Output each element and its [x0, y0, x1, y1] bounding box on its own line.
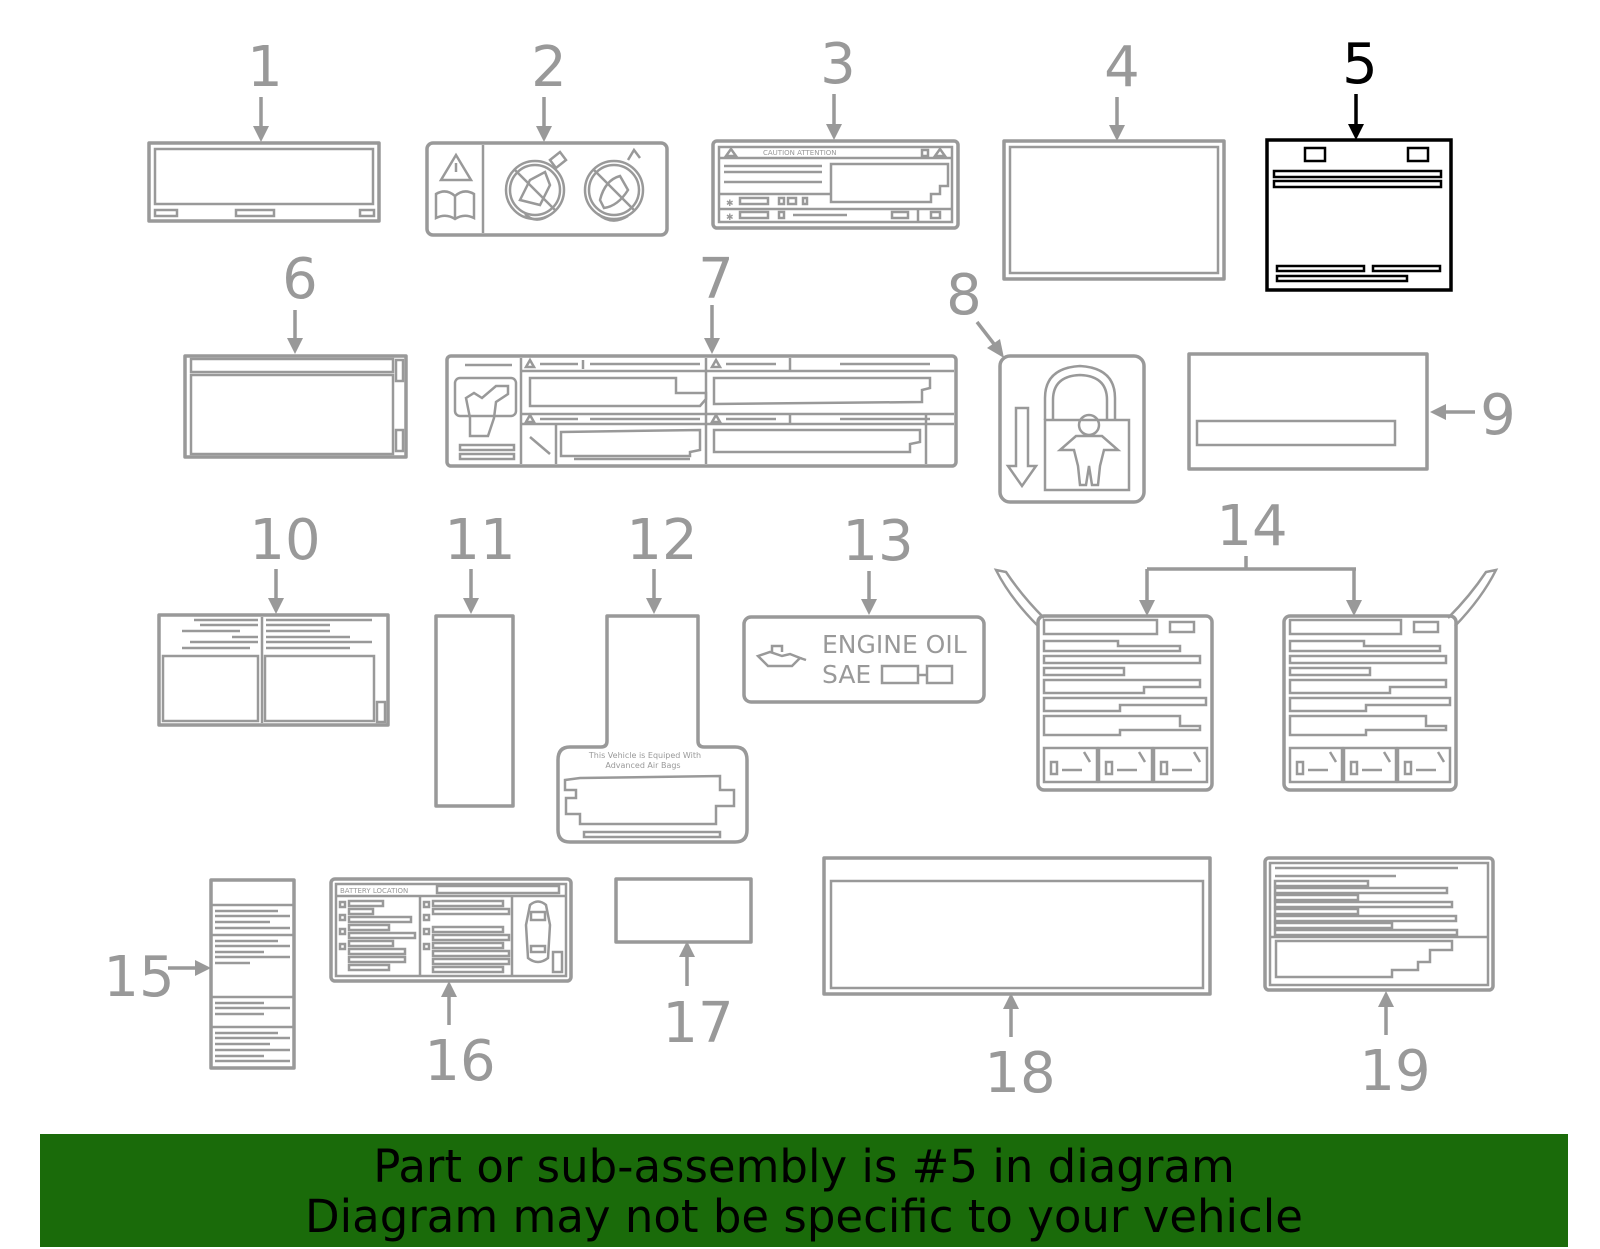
callout-19: 19: [1359, 1039, 1430, 1104]
snowflake-icon-2: ✱: [726, 213, 734, 223]
callout-8: 8: [946, 263, 982, 328]
arrow-4: [1109, 97, 1125, 141]
warning-triangle-icon: [438, 152, 474, 182]
callout-3: 3: [820, 32, 856, 97]
arrow-16: [441, 981, 457, 1025]
snowflake-icon: ✱: [726, 199, 734, 209]
part-14-label-right: [1282, 568, 1499, 792]
callout-16: 16: [424, 1029, 495, 1094]
arrow-13: [861, 571, 877, 615]
callout-4: 4: [1104, 35, 1140, 100]
part-7-label: [445, 354, 958, 468]
no-child-seat-icon: [504, 150, 568, 221]
callout-18: 18: [984, 1041, 1055, 1106]
down-arrow-icon: [1005, 406, 1039, 489]
part-11-label: [434, 614, 515, 808]
part-13-label: ENGINE OIL SAE: [742, 615, 986, 704]
part-16-label: BATTERY LOCATION: [329, 877, 573, 983]
arrow-17: [679, 941, 695, 986]
battery-location-text: BATTERY LOCATION: [340, 887, 408, 895]
info-banner: Part or sub-assembly is #5 in diagram Di…: [40, 1134, 1568, 1247]
callout-13: 13: [842, 509, 913, 574]
part-15-label: [209, 878, 296, 1070]
callout-2: 2: [531, 35, 567, 100]
engine-oil-text: ENGINE OIL: [822, 630, 967, 659]
callout-6: 6: [282, 247, 318, 312]
caution-text: CAUTION ATTENTION: [763, 149, 837, 157]
arrow-1: [253, 97, 269, 142]
sae-text: SAE: [822, 660, 871, 689]
no-rear-facing-seat-icon: [583, 147, 645, 222]
arrow-6: [287, 310, 303, 354]
banner-line-1: Part or sub-assembly is #5 in diagram: [373, 1140, 1235, 1193]
arrow-7: [704, 305, 720, 354]
arrow-14: [1139, 556, 1362, 616]
arrow-11: [463, 569, 479, 614]
part-6-label: [183, 354, 408, 459]
car-top-view-icon: [524, 900, 552, 964]
callout-14: 14: [1216, 494, 1287, 559]
part-12-label: This Vehicle is Equiped With Advanced Ai…: [556, 614, 749, 844]
callout-15: 15: [103, 945, 174, 1010]
callout-11: 11: [444, 508, 515, 573]
banner-line-2: Diagram may not be specific to your vehi…: [305, 1190, 1303, 1243]
part-8-label: [998, 354, 1146, 504]
part-18-label: [822, 856, 1212, 996]
part-10-label: [157, 613, 390, 727]
callout-10: 10: [249, 508, 320, 573]
part-17-label: [614, 877, 753, 944]
oil-can-icon: [755, 644, 807, 668]
arrow-12: [646, 569, 662, 614]
airbag-text-line1: This Vehicle is Equiped With: [588, 751, 701, 760]
part-4-label: [1002, 139, 1226, 281]
hand-icon: [453, 376, 518, 438]
arrow-18: [1003, 993, 1019, 1037]
callout-12: 12: [626, 508, 697, 573]
callout-7: 7: [698, 247, 734, 312]
arrow-9: [1430, 404, 1475, 420]
callout-17: 17: [662, 991, 733, 1056]
part-2-label: [425, 141, 669, 237]
part-5-label: [1265, 138, 1453, 292]
callout-9: 9: [1480, 383, 1516, 448]
arrow-10: [268, 569, 284, 614]
airbag-text-line2: Advanced Air Bags: [605, 761, 680, 770]
part-1-label: [147, 141, 381, 223]
manual-book-icon: [434, 190, 476, 221]
arrow-19: [1378, 991, 1394, 1035]
part-9-label: [1187, 352, 1429, 471]
part-3-label: CAUTION ATTENTION ✱ ✱: [711, 139, 960, 230]
child-lock-icon: [1043, 364, 1131, 492]
arrow-15: [168, 960, 211, 976]
arrow-3: [826, 94, 842, 140]
arrow-5: [1348, 94, 1364, 140]
part-14-label-left: [993, 568, 1214, 792]
arrow-8: [975, 320, 1004, 358]
callout-1: 1: [247, 35, 283, 100]
callout-5: 5: [1342, 32, 1378, 97]
part-19-label: [1263, 856, 1495, 992]
arrow-2: [536, 97, 552, 142]
